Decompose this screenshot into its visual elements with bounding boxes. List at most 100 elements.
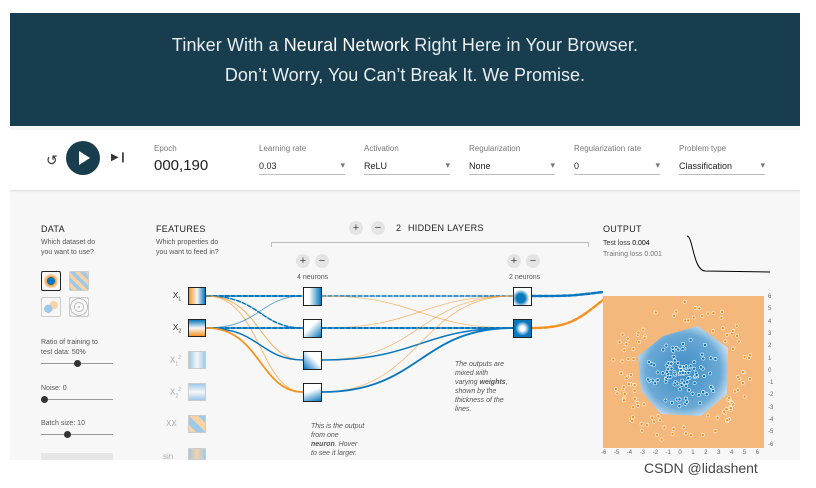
data-point <box>676 347 681 352</box>
feature-x2[interactable] <box>188 319 206 337</box>
data-point <box>742 355 747 359</box>
batch-size-slider[interactable] <box>41 431 113 438</box>
data-point <box>678 364 683 369</box>
neuron-note: This is the output from one neuron. Hove… <box>311 423 365 457</box>
data-point <box>671 427 676 431</box>
remove-layer-button[interactable]: − <box>371 221 385 235</box>
noise-slider-knob[interactable] <box>41 396 48 403</box>
neuron-l1-1[interactable] <box>303 287 322 306</box>
data-point <box>683 431 688 436</box>
loss-curve <box>686 235 770 273</box>
data-point <box>731 329 736 333</box>
data-point <box>636 403 640 408</box>
dataset-circle[interactable] <box>41 271 61 291</box>
feature-x1-squared[interactable] <box>188 351 206 369</box>
network-connections <box>206 290 605 393</box>
regularization-rate-value[interactable]: 0 <box>574 160 660 175</box>
data-point <box>671 349 676 353</box>
data-point <box>632 388 637 393</box>
data-point <box>677 404 682 409</box>
data-point <box>724 407 729 412</box>
batch-size-slider-knob[interactable] <box>63 431 71 438</box>
play-button[interactable] <box>66 141 100 175</box>
data-point <box>615 391 620 396</box>
data-point <box>636 330 641 335</box>
data-point <box>624 376 629 381</box>
data-point <box>693 305 698 310</box>
y-tick: 4 <box>768 318 772 325</box>
problem-type-value[interactable]: Classification <box>679 160 765 175</box>
dataset-gaussian[interactable] <box>41 297 61 317</box>
x-tick: -5 <box>613 450 620 456</box>
neuron-l1-4[interactable] <box>303 383 322 402</box>
data-point <box>671 354 676 359</box>
feature-x1[interactable] <box>188 287 206 305</box>
data-point <box>622 398 626 403</box>
dataset-xor[interactable] <box>69 271 89 291</box>
dataset-spiral[interactable] <box>69 297 89 317</box>
x-tick: 0 <box>678 450 682 456</box>
ratio-slider[interactable] <box>41 360 113 367</box>
data-point <box>629 372 633 377</box>
noise-slider[interactable] <box>41 396 113 403</box>
learning-rate-label: Learning rate <box>259 144 307 153</box>
data-point <box>684 396 688 401</box>
learning-rate-select[interactable]: Learning rate 0.03 <box>259 144 345 175</box>
remove-neuron-layer2-button[interactable]: − <box>526 254 540 268</box>
add-neuron-layer1-button[interactable]: + <box>296 254 310 268</box>
add-neuron-layer2-button[interactable]: + <box>507 254 521 268</box>
neuron-l2-2[interactable] <box>513 319 532 338</box>
data-point <box>682 299 687 304</box>
add-layer-button[interactable]: + <box>349 221 363 235</box>
reset-icon[interactable]: ↺ <box>46 152 58 168</box>
data-point <box>747 355 751 360</box>
data-point <box>728 406 733 411</box>
data-point <box>614 387 619 391</box>
toolbar: ↺ ▶❙ Epoch 000,190 Learning rate 0.03 Ac… <box>10 130 800 190</box>
data-point <box>733 389 738 394</box>
data-point <box>735 333 740 338</box>
step-icon[interactable]: ▶❙ <box>111 152 128 163</box>
layer1-neurons-label: 4 neurons <box>297 274 329 281</box>
data-point <box>677 387 682 392</box>
problem-type-select[interactable]: Problem type Classification <box>679 144 765 175</box>
regularization-rate-select[interactable]: Regularization rate 0 <box>574 144 660 175</box>
neuron-l2-1[interactable] <box>513 287 532 306</box>
y-tick: -3 <box>768 404 774 411</box>
regenerate-button[interactable] <box>41 453 113 460</box>
data-point <box>622 348 627 353</box>
learning-rate-value[interactable]: 0.03 <box>259 160 345 175</box>
neuron-l1-3[interactable] <box>303 351 322 370</box>
data-point <box>747 377 752 382</box>
x-tick: 4 <box>730 450 734 456</box>
epoch-label: Epoch <box>154 144 177 153</box>
activation-value[interactable]: ReLU <box>364 160 450 175</box>
y-tick: 5 <box>768 306 772 313</box>
data-point <box>653 381 657 386</box>
data-point <box>731 402 736 407</box>
data-point <box>700 352 705 357</box>
feature-sin-x1[interactable] <box>188 448 206 460</box>
data-point <box>653 310 658 315</box>
ratio-slider-knob[interactable] <box>73 360 81 367</box>
activation-select[interactable]: Activation ReLU <box>364 144 450 175</box>
remove-neuron-layer1-button[interactable]: − <box>315 254 329 268</box>
feature-x1x2[interactable] <box>188 415 206 433</box>
features-question-1: Which properties do <box>156 239 219 246</box>
data-point <box>688 364 693 369</box>
neuron-l1-2[interactable] <box>303 319 322 338</box>
activation-label: Activation <box>364 144 399 153</box>
regularization-value[interactable]: None <box>469 160 555 175</box>
data-point <box>711 389 716 393</box>
data-point <box>719 315 724 320</box>
feature-x2-squared[interactable] <box>188 383 206 401</box>
data-point <box>686 370 691 375</box>
data-points <box>611 299 753 442</box>
data-question-2: you want to use? <box>41 249 94 256</box>
y-tick: -6 <box>768 441 774 448</box>
data-point <box>664 343 669 348</box>
regularization-select[interactable]: Regularization None <box>469 144 555 175</box>
data-point <box>694 373 699 378</box>
output-heatmap[interactable] <box>603 296 764 448</box>
data-point <box>687 388 691 393</box>
